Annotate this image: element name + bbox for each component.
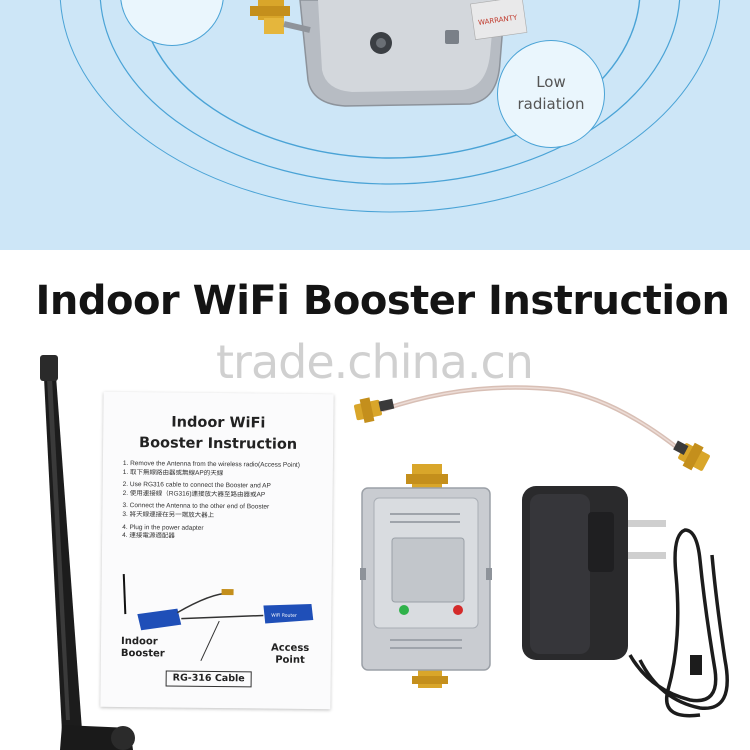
power-adapter-image [522, 486, 729, 718]
banner-booster-device: WARRANTY [250, 0, 528, 107]
instruction-booklet: Indoor WiFi Booster Instruction 1. Remov… [100, 391, 334, 710]
low-radiation-line1: Low [536, 73, 566, 92]
label-ap-line1: Access [270, 642, 310, 654]
diagram-cable [181, 614, 264, 620]
label-ap-line2: Point [275, 654, 305, 666]
ring-outer [59, 0, 721, 213]
low-radiation-line2: radiation [517, 95, 585, 113]
booklet-diagram: WiFi Router [122, 573, 314, 662]
pigtail-cable-image [353, 385, 710, 471]
antenna-image [40, 355, 135, 750]
label-rg316-cable: RG-316 Cable [165, 670, 252, 688]
ring-middle [99, 0, 681, 185]
top-banner: WARRANTY installation Low radiation [0, 0, 750, 250]
banner-rings-and-device: WARRANTY [59, 0, 721, 213]
page-headline: Indoor WiFi Booster Instruction [35, 278, 730, 324]
label-booster-line2: Booster [120, 647, 165, 660]
watermark: trade.china.cn [216, 335, 534, 389]
label-indoor-booster: Indoor Booster [121, 636, 165, 660]
booster-device-image [360, 464, 492, 688]
diagram-ap-text: WiFi Router [271, 613, 297, 619]
diagram-antenna [122, 573, 127, 615]
diagram-cable-pointer [200, 620, 220, 662]
low-radiation-bubble: Low radiation [497, 40, 605, 148]
diagram-booster [137, 608, 182, 631]
label-access-point: Access Point [270, 642, 310, 667]
diagram-pigtail [176, 592, 230, 614]
diagram-access-point [263, 603, 314, 624]
ring-inner [139, 0, 641, 159]
label-booster-line1: Indoor [120, 636, 158, 648]
